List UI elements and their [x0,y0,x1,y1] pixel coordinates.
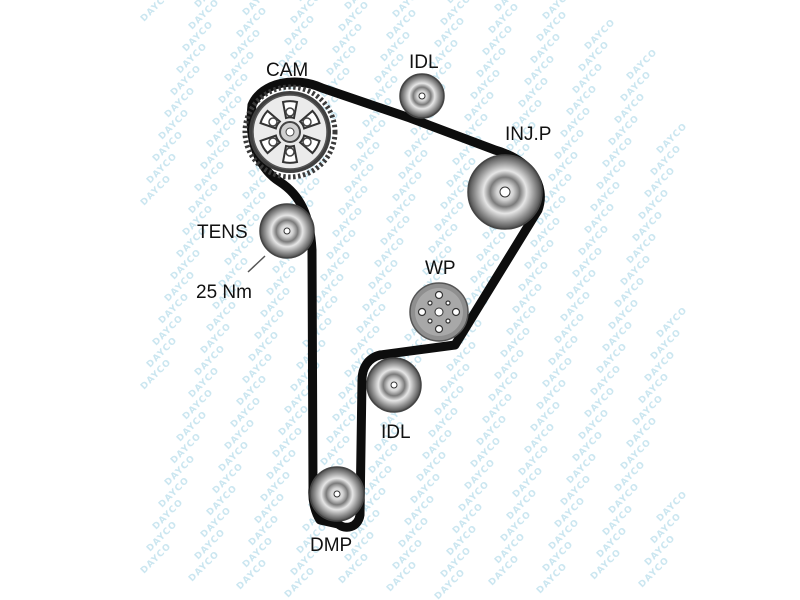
label-idl-top: IDL [409,52,439,73]
label-idl-bottom: IDL [381,422,411,443]
label-torque: 25 Nm [196,282,252,303]
injection-pump-pulley [467,154,543,230]
watermark-text: DAYCO [139,0,174,24]
label-wp: WP [425,258,456,279]
label-inj-p: INJ.P [505,124,551,145]
torque-leader-line [247,255,266,273]
timing-belt [246,77,545,532]
damper-pulley [309,466,365,522]
idler-pulley-bottom [366,357,422,413]
idler-pulley-top [399,73,445,119]
cam-sprocket [242,84,338,180]
water-pump [409,282,469,342]
label-tens: TENS [197,222,248,243]
label-cam: CAM [266,60,308,81]
label-dmp: DMP [310,535,352,556]
tensioner-pulley [259,203,315,259]
